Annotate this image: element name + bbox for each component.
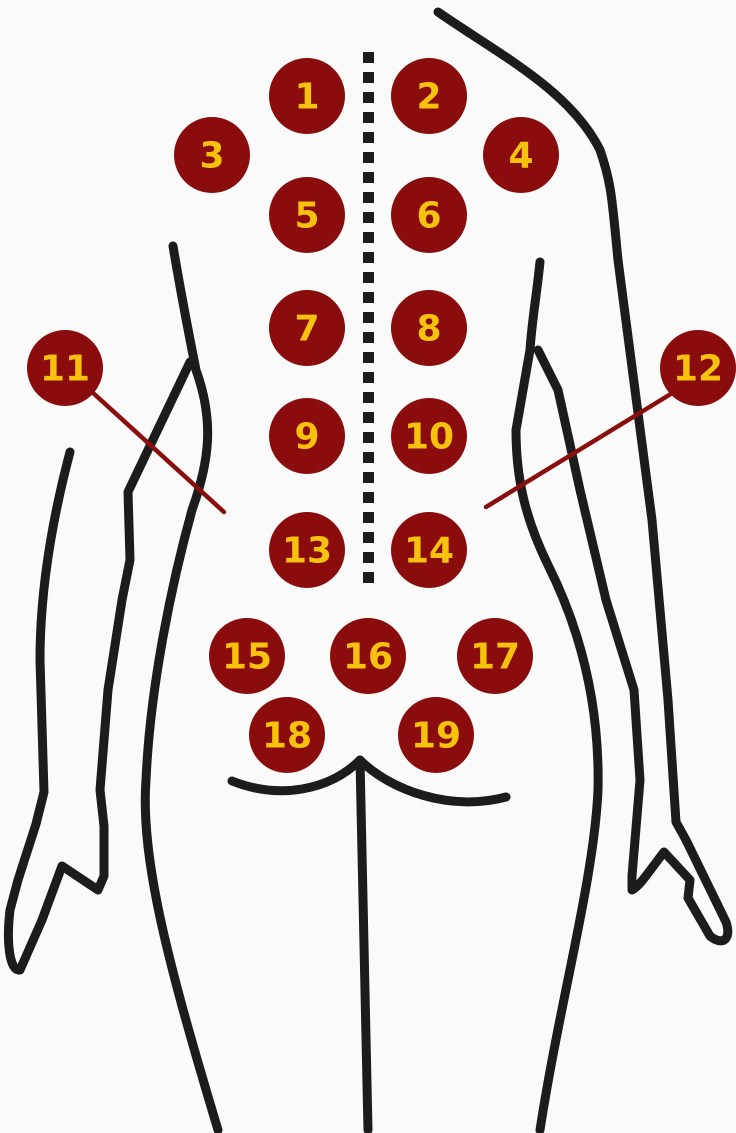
point-label: 13 bbox=[282, 531, 332, 572]
spine-dash bbox=[363, 372, 374, 383]
point-label: 3 bbox=[199, 136, 224, 177]
point-10: 10 bbox=[391, 398, 467, 474]
point-label: 1 bbox=[294, 77, 319, 118]
spine-dash bbox=[363, 192, 374, 203]
point-19: 19 bbox=[398, 697, 474, 773]
point-15: 15 bbox=[209, 618, 285, 694]
point-3: 3 bbox=[174, 117, 250, 193]
spine-dash bbox=[363, 92, 374, 103]
point-label: 15 bbox=[222, 637, 272, 678]
spine-dash bbox=[363, 412, 374, 423]
point-label: 16 bbox=[343, 637, 393, 678]
point-4: 4 bbox=[483, 117, 559, 193]
spine-dash bbox=[363, 172, 374, 183]
point-17: 17 bbox=[457, 618, 533, 694]
point-label: 10 bbox=[404, 417, 454, 458]
spine-dash bbox=[363, 312, 374, 323]
spine-dash bbox=[363, 332, 374, 343]
spine-dash bbox=[363, 152, 374, 163]
spine-dash bbox=[363, 132, 374, 143]
point-label: 11 bbox=[40, 349, 90, 390]
point-label: 14 bbox=[404, 531, 454, 572]
point-11: 11 bbox=[27, 330, 103, 406]
point-5: 5 bbox=[269, 177, 345, 253]
spine-dash bbox=[363, 112, 374, 123]
point-7: 7 bbox=[269, 290, 345, 366]
spine-dash bbox=[363, 272, 374, 283]
point-13: 13 bbox=[269, 512, 345, 588]
spine-dash bbox=[363, 472, 374, 483]
spine-dash bbox=[363, 212, 374, 223]
point-6: 6 bbox=[391, 177, 467, 253]
point-label: 17 bbox=[470, 637, 520, 678]
point-label: 12 bbox=[673, 349, 723, 390]
spine-dash bbox=[363, 532, 374, 543]
point-14: 14 bbox=[391, 512, 467, 588]
point-1: 1 bbox=[269, 58, 345, 134]
point-label: 8 bbox=[416, 309, 441, 350]
point-12: 12 bbox=[660, 330, 736, 406]
point-2: 2 bbox=[391, 58, 467, 134]
spine-dash bbox=[363, 512, 374, 523]
point-18: 18 bbox=[249, 697, 325, 773]
spine-dash bbox=[363, 72, 374, 83]
spine-dash bbox=[363, 572, 374, 583]
spine-dash bbox=[363, 432, 374, 443]
point-label: 2 bbox=[416, 77, 441, 118]
point-16: 16 bbox=[330, 618, 406, 694]
point-label: 18 bbox=[262, 716, 312, 757]
spine-dash bbox=[363, 52, 374, 63]
spine-dash bbox=[363, 552, 374, 563]
spine-dash bbox=[363, 232, 374, 243]
point-label: 5 bbox=[294, 196, 319, 237]
spine-dash bbox=[363, 252, 374, 263]
spine-dash bbox=[363, 452, 374, 463]
point-label: 6 bbox=[416, 196, 441, 237]
point-8: 8 bbox=[391, 290, 467, 366]
point-label: 19 bbox=[411, 716, 461, 757]
point-label: 4 bbox=[508, 136, 533, 177]
point-label: 9 bbox=[294, 417, 319, 458]
spine-dash bbox=[363, 492, 374, 503]
point-9: 9 bbox=[269, 398, 345, 474]
point-label: 7 bbox=[294, 309, 319, 350]
spine-dash bbox=[363, 392, 374, 403]
spine-dash bbox=[363, 352, 374, 363]
spine-dash bbox=[363, 292, 374, 303]
